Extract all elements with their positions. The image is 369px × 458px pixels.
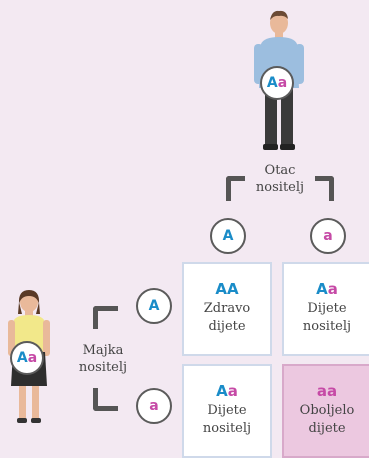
punnett-cell-aa: aa Oboljelo dijete: [282, 364, 369, 458]
father-allele-circle-A: A: [210, 218, 246, 254]
cell-label-line2: nositelj: [302, 319, 352, 334]
mother-allele-circle-a: a: [136, 388, 172, 424]
father-allele-1: A: [266, 75, 278, 91]
punnett-cell-AA: AA Zdravo dijete: [182, 262, 272, 356]
father-bracket-right: [315, 176, 334, 201]
father-allele-2: a: [277, 75, 288, 91]
cell-genotype: AA: [215, 280, 239, 298]
father-label: Otac nositelj: [250, 162, 310, 196]
mother-allele-circle-A: A: [136, 288, 172, 324]
mother-allele-1: A: [16, 350, 28, 366]
father-label-line1: Otac: [264, 163, 296, 178]
mother-label-line2: nositelj: [78, 360, 128, 375]
father-label-line2: nositelj: [255, 180, 305, 195]
cell-label-line1: Dijete: [307, 301, 347, 316]
cell-label-line1: Oboljelo: [299, 403, 355, 418]
father-bracket-left: [226, 176, 245, 201]
mother-label: Majka nositelj: [72, 342, 134, 376]
cell-label-line1: Dijete: [207, 403, 247, 418]
cell-genotype: aa: [316, 382, 338, 400]
cell-label-line2: dijete: [308, 421, 346, 436]
cell-label-line1: Zdravo: [203, 301, 251, 316]
punnett-cell-Aa-bottom: Aa Dijete nositelj: [182, 364, 272, 458]
punnett-cell-Aa-top: Aa Dijete nositelj: [282, 262, 369, 356]
mother-bracket-bottom: [93, 388, 118, 411]
cell-genotype: Aa: [316, 280, 338, 298]
mother-label-line1: Majka: [82, 343, 124, 358]
mother-bracket-top: [93, 306, 118, 329]
cell-label-line2: nositelj: [202, 421, 252, 436]
cell-genotype: Aa: [216, 382, 238, 400]
mother-allele-2: a: [27, 350, 38, 366]
father-allele-circle-a: a: [310, 218, 346, 254]
cell-label-line2: dijete: [208, 319, 246, 334]
